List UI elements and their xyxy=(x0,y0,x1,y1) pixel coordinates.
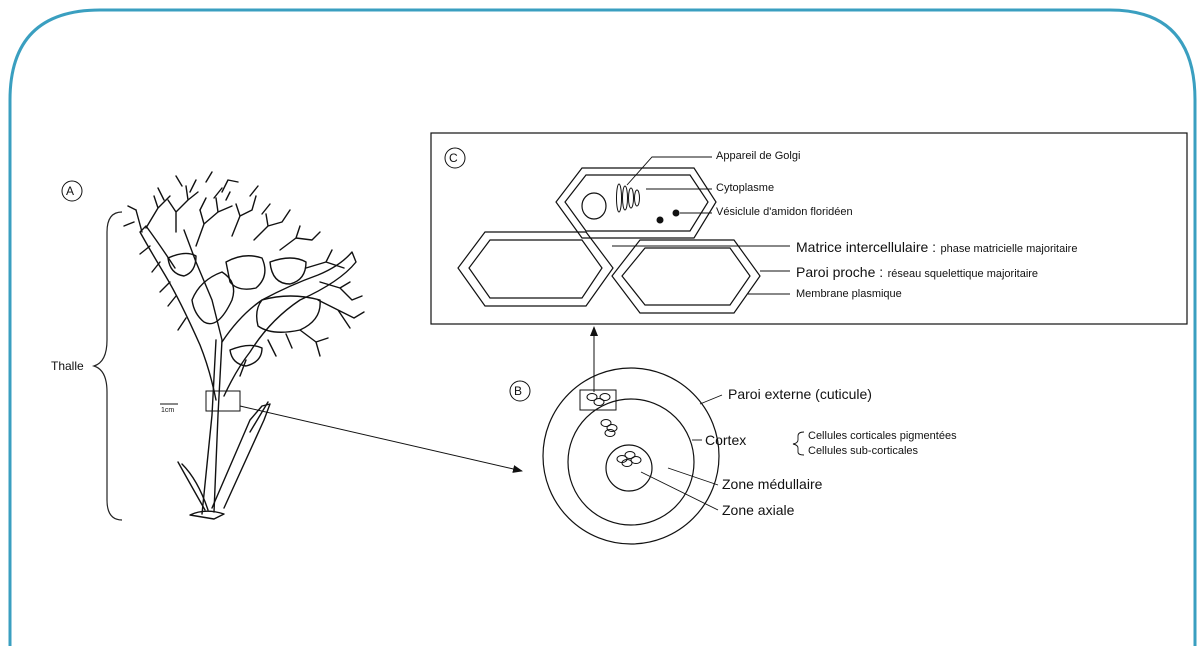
cortex-ring xyxy=(568,399,694,525)
right-cell xyxy=(612,240,760,313)
thallus-brace xyxy=(94,212,122,520)
matrix-term: Matrice intercellulaire : xyxy=(796,239,936,255)
stipe-selection-box xyxy=(206,391,240,411)
starch-vesicle-1 xyxy=(657,217,664,224)
matrix-desc: phase matricielle majoritaire xyxy=(941,243,1078,255)
panel-c-label: C xyxy=(449,152,458,164)
left-cell xyxy=(458,232,613,306)
golgi-apparatus xyxy=(617,184,640,212)
starch-vesicle-2 xyxy=(673,210,680,217)
wall-label: Paroi proche : réseau squelettique major… xyxy=(796,265,1038,281)
golgi-label: Appareil de Golgi xyxy=(716,151,800,162)
matrix-label: Matrice intercellulaire : phase matricie… xyxy=(796,240,1077,256)
wall-desc: réseau squelettique majoritaire xyxy=(888,268,1038,280)
panel-a-label: A xyxy=(66,185,74,197)
thallus-label: Thalle xyxy=(51,360,84,372)
cortical-cells-label: Cellules corticales pigmentées xyxy=(808,431,957,442)
outer-wall-ring xyxy=(543,368,719,544)
subcortical-cells-label: Cellules sub-corticales xyxy=(808,446,918,457)
membrane-label: Membrane plasmique xyxy=(796,289,902,300)
outer-wall-label: Paroi externe (cuticule) xyxy=(728,387,872,401)
starch-vesicle-label: Vésiclule d'amidon floridéen xyxy=(716,207,853,218)
top-cell xyxy=(556,168,716,238)
section-cells xyxy=(587,394,641,467)
section-selection-box xyxy=(580,390,616,410)
wall-term: Paroi proche : xyxy=(796,264,883,280)
axial-label: Zone axiale xyxy=(722,503,794,517)
thallus-drawing xyxy=(124,172,364,519)
frame-border xyxy=(10,10,1195,646)
arrow-to-section xyxy=(240,406,522,471)
cortex-label: Cortex xyxy=(705,433,746,447)
vacuole xyxy=(582,193,606,219)
panel-b-label: B xyxy=(514,385,522,397)
section-leader-lines xyxy=(641,395,804,510)
medulla-label: Zone médullaire xyxy=(722,477,822,491)
scale-label: 1cm xyxy=(161,407,174,414)
cytoplasm-label: Cytoplasme xyxy=(716,183,774,194)
